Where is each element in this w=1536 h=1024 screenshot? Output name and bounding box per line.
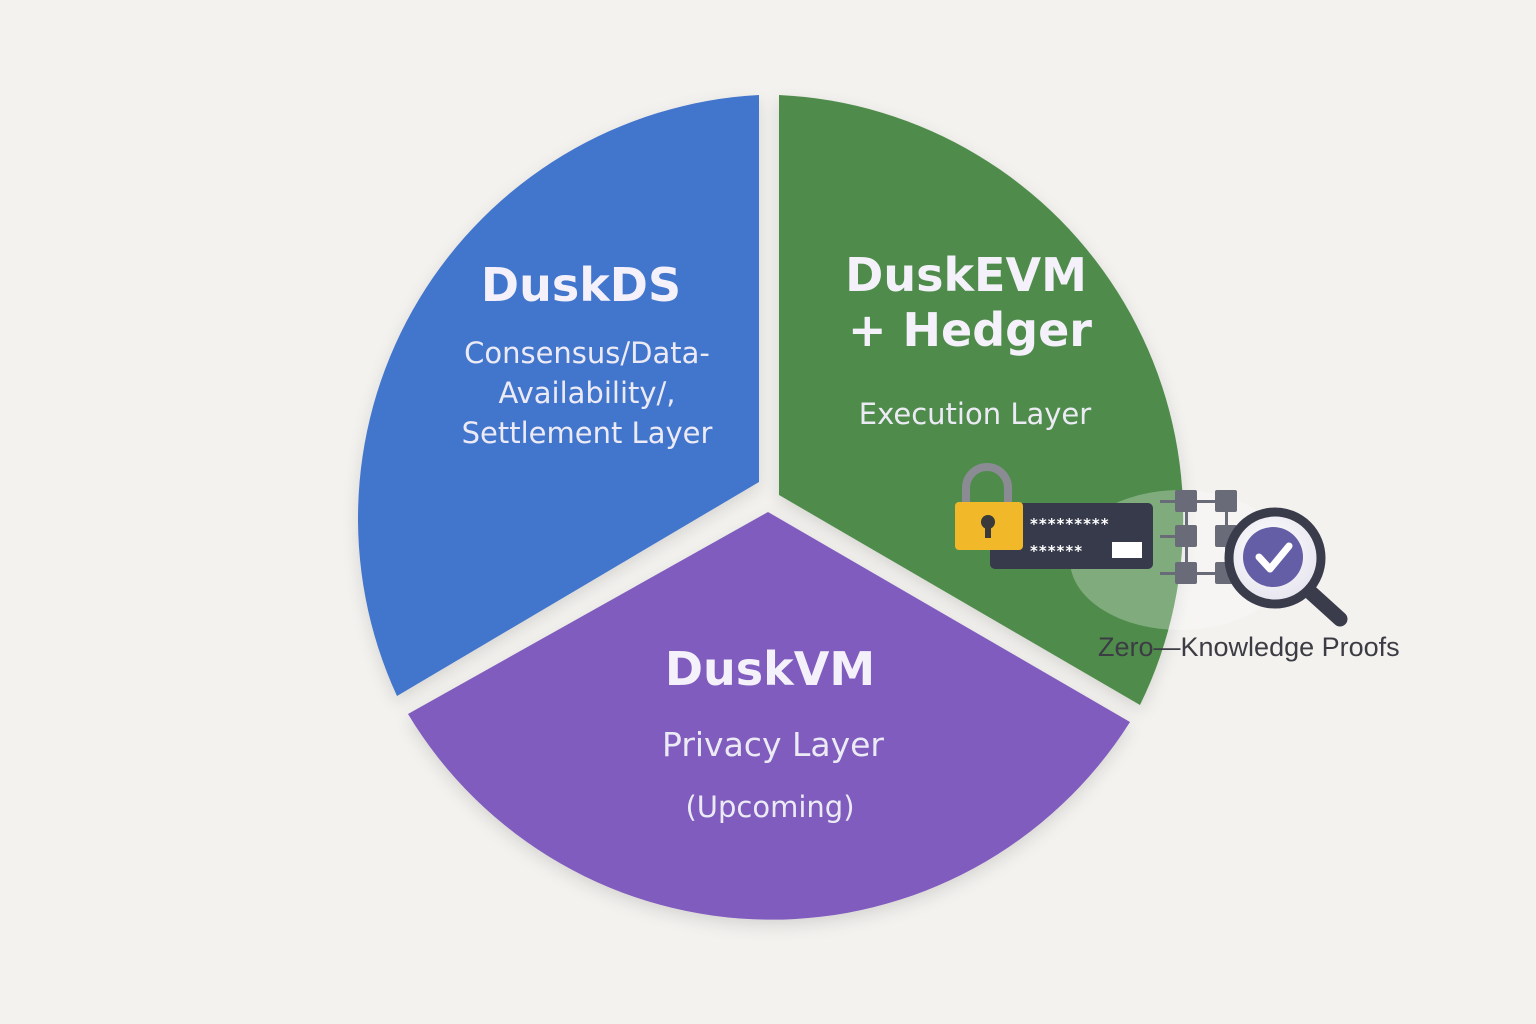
circuit-grid-icon: [1160, 490, 1237, 584]
padlock-icon: [955, 463, 1023, 550]
password-line-1: *********: [1030, 515, 1110, 533]
zk-label: Zero—Knowledge Proofs: [1098, 632, 1400, 662]
dusk-ds-line-3: Settlement Layer: [462, 416, 713, 450]
dusk-vm-title: DuskVM: [665, 642, 875, 696]
dusk-ds-title: DuskDS: [481, 258, 681, 312]
dusk-ds-line-1: Consensus/Data-: [464, 336, 710, 370]
password-line-2: ******: [1030, 542, 1083, 560]
password-field-icon: ********* ******: [990, 503, 1153, 569]
segment-dusk-ds: [358, 95, 759, 696]
dusk-ds-line-2: Availability/,: [498, 376, 675, 410]
dusk-evm-title-line-1: DuskEVM: [845, 248, 1087, 302]
segment-dusk-vm: [408, 512, 1130, 920]
dusk-evm-title-line-2: + Hedger: [848, 303, 1092, 357]
dusk-evm-line-1: Execution Layer: [859, 397, 1091, 431]
magnifier-check-icon: [1224, 507, 1348, 627]
zk-badge: ********* ******: [955, 463, 1400, 662]
dusk-vm-line-1: Privacy Layer: [662, 725, 884, 764]
dusk-vm-line-2: (Upcoming): [685, 790, 854, 824]
